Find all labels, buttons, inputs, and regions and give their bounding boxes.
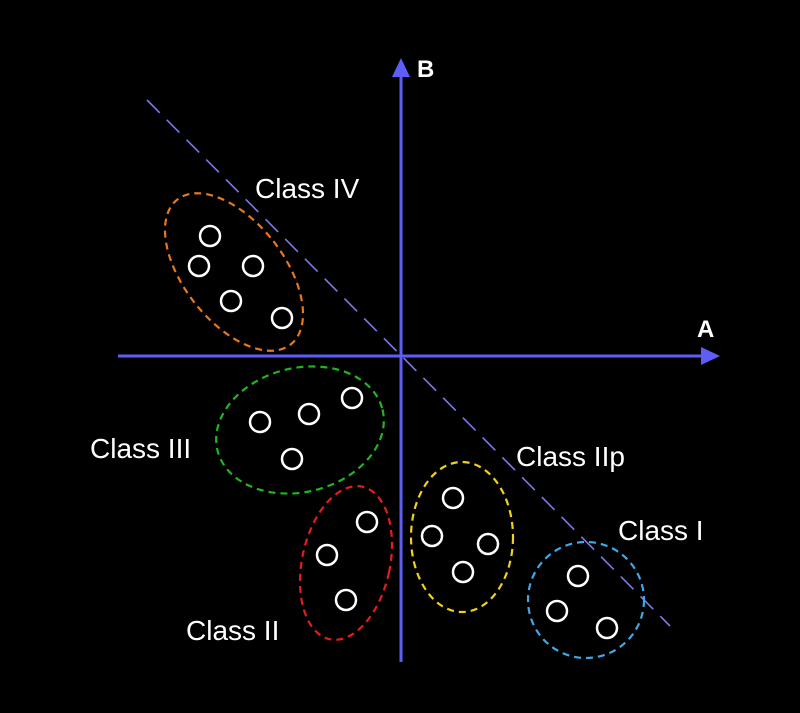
class-i-point xyxy=(566,564,590,588)
class-i-point xyxy=(545,599,569,623)
class-iip-point xyxy=(441,486,465,510)
class-iip-point xyxy=(476,532,500,556)
b-axis-arrowhead xyxy=(392,58,410,77)
class-iii-group xyxy=(215,365,385,495)
class-iv-point xyxy=(187,254,211,278)
diagonal-line xyxy=(146,99,671,627)
class-iv-point xyxy=(270,306,294,330)
class-iip-ellipse xyxy=(409,460,515,614)
class-ii-point xyxy=(334,588,358,612)
class-i-point xyxy=(595,616,619,640)
class-ii-point xyxy=(355,510,379,534)
class-i-group xyxy=(526,540,646,660)
class-iii-point xyxy=(340,386,364,410)
a-axis-arrowhead xyxy=(701,347,720,365)
class-iip-point xyxy=(420,524,444,548)
class-i-label: Class I xyxy=(618,515,704,546)
class-iii-point xyxy=(248,410,272,434)
class-i-ellipse xyxy=(526,540,646,660)
b-axis-label: B xyxy=(417,56,435,83)
class-iv-point xyxy=(198,224,222,248)
class-ii-label: Class II xyxy=(186,615,280,646)
class-iip-point xyxy=(451,560,475,584)
class-iv-point xyxy=(241,254,265,278)
class-iii-point xyxy=(297,402,321,426)
a-axis-label: A xyxy=(697,316,715,343)
class-iii-label: Class III xyxy=(90,433,192,464)
class-iv-point xyxy=(219,289,243,313)
class-iv-label: Class IV xyxy=(255,173,360,204)
class-iip-group xyxy=(409,460,515,614)
class-iv-group xyxy=(163,192,305,352)
class-ii-point xyxy=(315,543,339,567)
class-ii-ellipse xyxy=(298,485,394,641)
class-iii-point xyxy=(280,447,304,471)
class-iip-label: Class IIp xyxy=(516,441,625,472)
class-iii-ellipse xyxy=(215,365,385,495)
class-ii-group xyxy=(298,485,394,641)
class-iv-ellipse xyxy=(163,192,305,352)
